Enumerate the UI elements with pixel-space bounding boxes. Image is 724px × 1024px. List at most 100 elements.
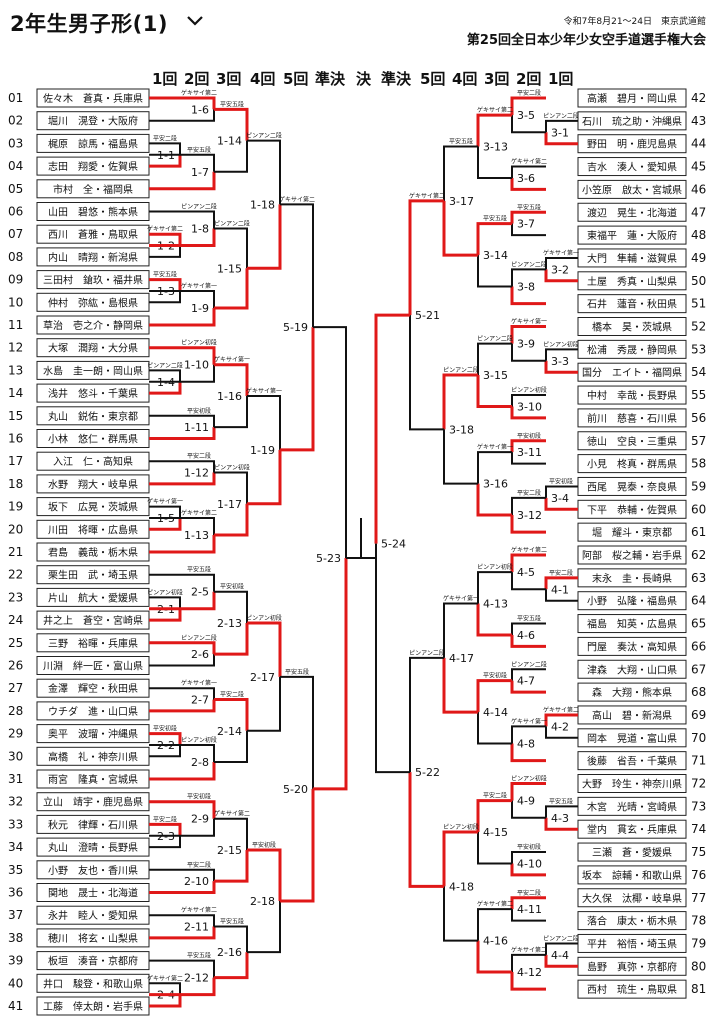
bracket-line bbox=[408, 199, 444, 316]
technique-label: ゲキサイ第一 bbox=[443, 595, 479, 603]
technique-label: ゲキサイ第二 bbox=[181, 89, 217, 97]
bracket-line bbox=[511, 572, 546, 591]
bracket-line bbox=[476, 940, 512, 974]
player-name-left: 君島 義哉・栃木県 bbox=[48, 546, 138, 559]
player-name-right: 堂内 貫玄・兵庫県 bbox=[587, 823, 677, 836]
player-number-right: 65 bbox=[691, 617, 706, 631]
match-label-r4-left: 2-18 bbox=[250, 895, 275, 908]
player-box-right bbox=[577, 842, 687, 862]
match-label-r2-left: 2-5 bbox=[191, 586, 209, 599]
bracket-line bbox=[149, 982, 181, 995]
technique-label: ゲキサイ第二 bbox=[279, 195, 315, 203]
bracket-line bbox=[149, 96, 216, 110]
player-name-right: 門屋 奏汰・高知県 bbox=[587, 640, 677, 653]
player-box-right bbox=[577, 751, 687, 771]
player-number-left: 07 bbox=[8, 227, 23, 241]
player-number-right: 74 bbox=[691, 822, 706, 836]
technique-label: ピンアン初段 bbox=[511, 386, 547, 394]
player-number-left: 13 bbox=[8, 363, 23, 377]
match-label-r4-right: 4-18 bbox=[449, 880, 474, 893]
bracket-line bbox=[476, 483, 512, 517]
player-box-right bbox=[577, 294, 687, 314]
player-number-left: 34 bbox=[8, 840, 23, 854]
bracket-line bbox=[511, 851, 546, 864]
match-label-r5-right: 5-22 bbox=[415, 766, 440, 779]
technique-label: ゲキサイ第一 bbox=[511, 318, 547, 326]
chevron-down-icon[interactable] bbox=[184, 10, 206, 32]
event-date-venue: 令和7年8月21〜24日 東京武道館 bbox=[563, 17, 706, 27]
technique-label: 平安二段 bbox=[517, 889, 541, 897]
technique-label: 平安初段 bbox=[187, 793, 211, 801]
round-label-left-4: 4回 bbox=[250, 70, 276, 88]
match-label-r4-right: 4-17 bbox=[449, 652, 474, 665]
match-label-r2-left: 2-7 bbox=[191, 694, 209, 707]
player-name-left: 三野 裕暉・兵庫県 bbox=[48, 637, 138, 650]
technique-label: ゲキサイ第二 bbox=[477, 900, 513, 908]
player-number-left: 19 bbox=[8, 500, 23, 514]
match-label-r3-right: 4-13 bbox=[483, 598, 508, 611]
bracket-line bbox=[149, 142, 181, 155]
bracket-line bbox=[313, 326, 347, 559]
bracket-line bbox=[477, 146, 512, 179]
player-number-right: 61 bbox=[691, 525, 706, 539]
player-name-right: 阿部 桜之輔・岩手県 bbox=[582, 549, 682, 562]
player-number-left: 15 bbox=[8, 409, 23, 423]
player-name-left: 小野 友也・香川県 bbox=[48, 864, 138, 877]
player-number-left: 14 bbox=[8, 386, 23, 400]
technique-label: ピンアン二段 bbox=[443, 366, 479, 374]
technique-label: 平安五段 bbox=[220, 100, 244, 108]
player-number-right: 50 bbox=[691, 274, 706, 288]
bracket-line bbox=[149, 977, 216, 997]
technique-label: ゲキサイ第一 bbox=[246, 387, 282, 395]
match-label-r3-right: 4-15 bbox=[483, 826, 508, 839]
player-box-right bbox=[577, 225, 687, 245]
bracket-line bbox=[544, 132, 578, 146]
match-label-r3-right: 3-16 bbox=[483, 478, 508, 491]
bracket-line bbox=[442, 373, 478, 430]
player-name-right: 国分 エイト・福岡県 bbox=[582, 366, 682, 379]
player-number-left: 32 bbox=[8, 795, 23, 809]
technique-label: 平安初段 bbox=[483, 672, 507, 680]
player-number-right: 73 bbox=[691, 799, 706, 813]
technique-label: 平安二段 bbox=[153, 815, 177, 823]
technique-label: ピンアン二段 bbox=[543, 112, 579, 120]
bracket-line bbox=[477, 832, 512, 865]
technique-label: 平安五段 bbox=[483, 215, 507, 223]
player-number-left: 02 bbox=[8, 114, 23, 128]
bracket-line bbox=[476, 113, 512, 147]
bracket-line bbox=[476, 375, 512, 408]
technique-label: 平安二段 bbox=[187, 452, 211, 460]
player-name-right: 橋本 昊・茨城県 bbox=[592, 321, 672, 334]
bracket-line bbox=[149, 171, 216, 191]
match-label-r5-left: 5-20 bbox=[283, 783, 308, 796]
player-number-right: 49 bbox=[691, 251, 706, 265]
player-name-right: 小見 柊真・群馬県 bbox=[587, 458, 677, 471]
player-number-left: 31 bbox=[8, 772, 23, 786]
player-name-right: 土屋 秀真・山梨県 bbox=[587, 275, 677, 288]
bracket-line bbox=[149, 573, 215, 592]
player-number-left: 25 bbox=[8, 636, 23, 650]
bracket-line bbox=[247, 848, 282, 902]
player-number-left: 35 bbox=[8, 863, 23, 877]
match-label-r1-right: 3-1 bbox=[551, 126, 569, 139]
bracket-line bbox=[442, 200, 478, 257]
bracket-line bbox=[313, 558, 348, 791]
bracket-line bbox=[149, 596, 181, 609]
bracket-line bbox=[442, 657, 478, 714]
player-box-right bbox=[577, 454, 687, 474]
bracket-line bbox=[545, 805, 578, 818]
match-label-r1-right: 3-3 bbox=[551, 355, 569, 368]
player-name-left: 井之上 蒼空・宮崎県 bbox=[43, 614, 143, 627]
player-name-right: 松浦 秀晟・静岡県 bbox=[587, 343, 677, 356]
bracket-line bbox=[214, 849, 249, 883]
player-number-right: 57 bbox=[691, 434, 706, 448]
player-name-left: ウチダ 進・山口県 bbox=[48, 705, 138, 718]
player-box-right bbox=[577, 431, 687, 451]
bracket-line bbox=[511, 343, 546, 362]
player-name-left: 片山 航大・愛媛県 bbox=[48, 591, 138, 604]
bracket-line bbox=[149, 460, 215, 473]
bracket-line bbox=[544, 576, 578, 590]
bracket-line bbox=[214, 698, 249, 731]
bracket-line bbox=[510, 863, 546, 877]
bracket-line bbox=[149, 414, 215, 428]
